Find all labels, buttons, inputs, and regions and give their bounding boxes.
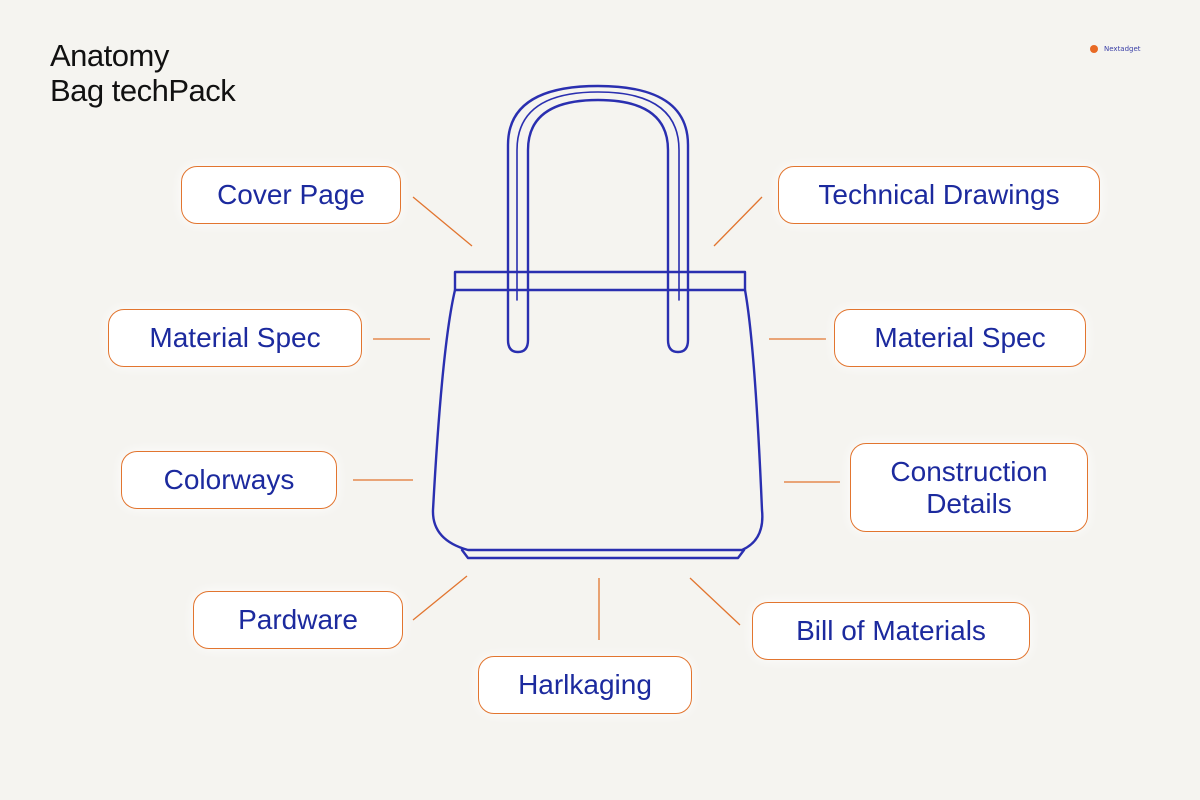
page-title: Anatomy Bag techPack xyxy=(50,38,236,108)
bag-bottom-base xyxy=(460,548,746,560)
title-line-2: Bag techPack xyxy=(50,73,236,108)
callout-bill-of-materials-label: Bill of Materials xyxy=(796,615,986,646)
leader-technical-drawings xyxy=(713,196,763,247)
callout-bill-of-materials: Bill of Materials xyxy=(752,602,1030,660)
callout-technical-drawings: Technical Drawings xyxy=(778,166,1100,224)
callout-harlkaging-label: Harlkaging xyxy=(518,669,652,700)
callout-material-spec-left: Material Spec xyxy=(108,309,362,367)
callout-colorways-label: Colorways xyxy=(163,464,295,495)
callout-pardware-label: Pardware xyxy=(238,604,358,635)
callout-construction-line-2: Details xyxy=(926,487,1012,519)
leader-pardware xyxy=(412,575,468,621)
bag-body xyxy=(431,270,764,552)
handle-inner-stitch xyxy=(516,91,680,301)
callout-cover-page: Cover Page xyxy=(181,166,401,224)
callout-material-spec-right-label: Material Spec xyxy=(874,322,1046,353)
tote-bag-illustration xyxy=(431,84,764,560)
leader-lines xyxy=(353,196,840,640)
brand-badge: Nextadget xyxy=(1090,45,1141,53)
callout-cover-page-label: Cover Page xyxy=(217,179,365,210)
callout-construction-line-1: Construction xyxy=(890,455,1048,487)
callout-harlkaging: Harlkaging xyxy=(478,656,692,714)
leader-bill-of-materials xyxy=(689,577,741,626)
callout-construction-details: Construction Details xyxy=(850,443,1088,532)
callout-material-spec-left-label: Material Spec xyxy=(149,322,321,353)
callout-pardware: Pardware xyxy=(193,591,403,649)
title-line-1: Anatomy xyxy=(50,38,169,73)
leader-cover-page xyxy=(412,196,473,247)
brand-badge-text: Nextadget xyxy=(1104,45,1141,53)
callout-material-spec-right: Material Spec xyxy=(834,309,1086,367)
callout-technical-drawings-label: Technical Drawings xyxy=(818,179,1060,210)
callout-colorways: Colorways xyxy=(121,451,337,509)
brand-dot-icon xyxy=(1090,45,1098,53)
handle-outer xyxy=(506,84,690,354)
